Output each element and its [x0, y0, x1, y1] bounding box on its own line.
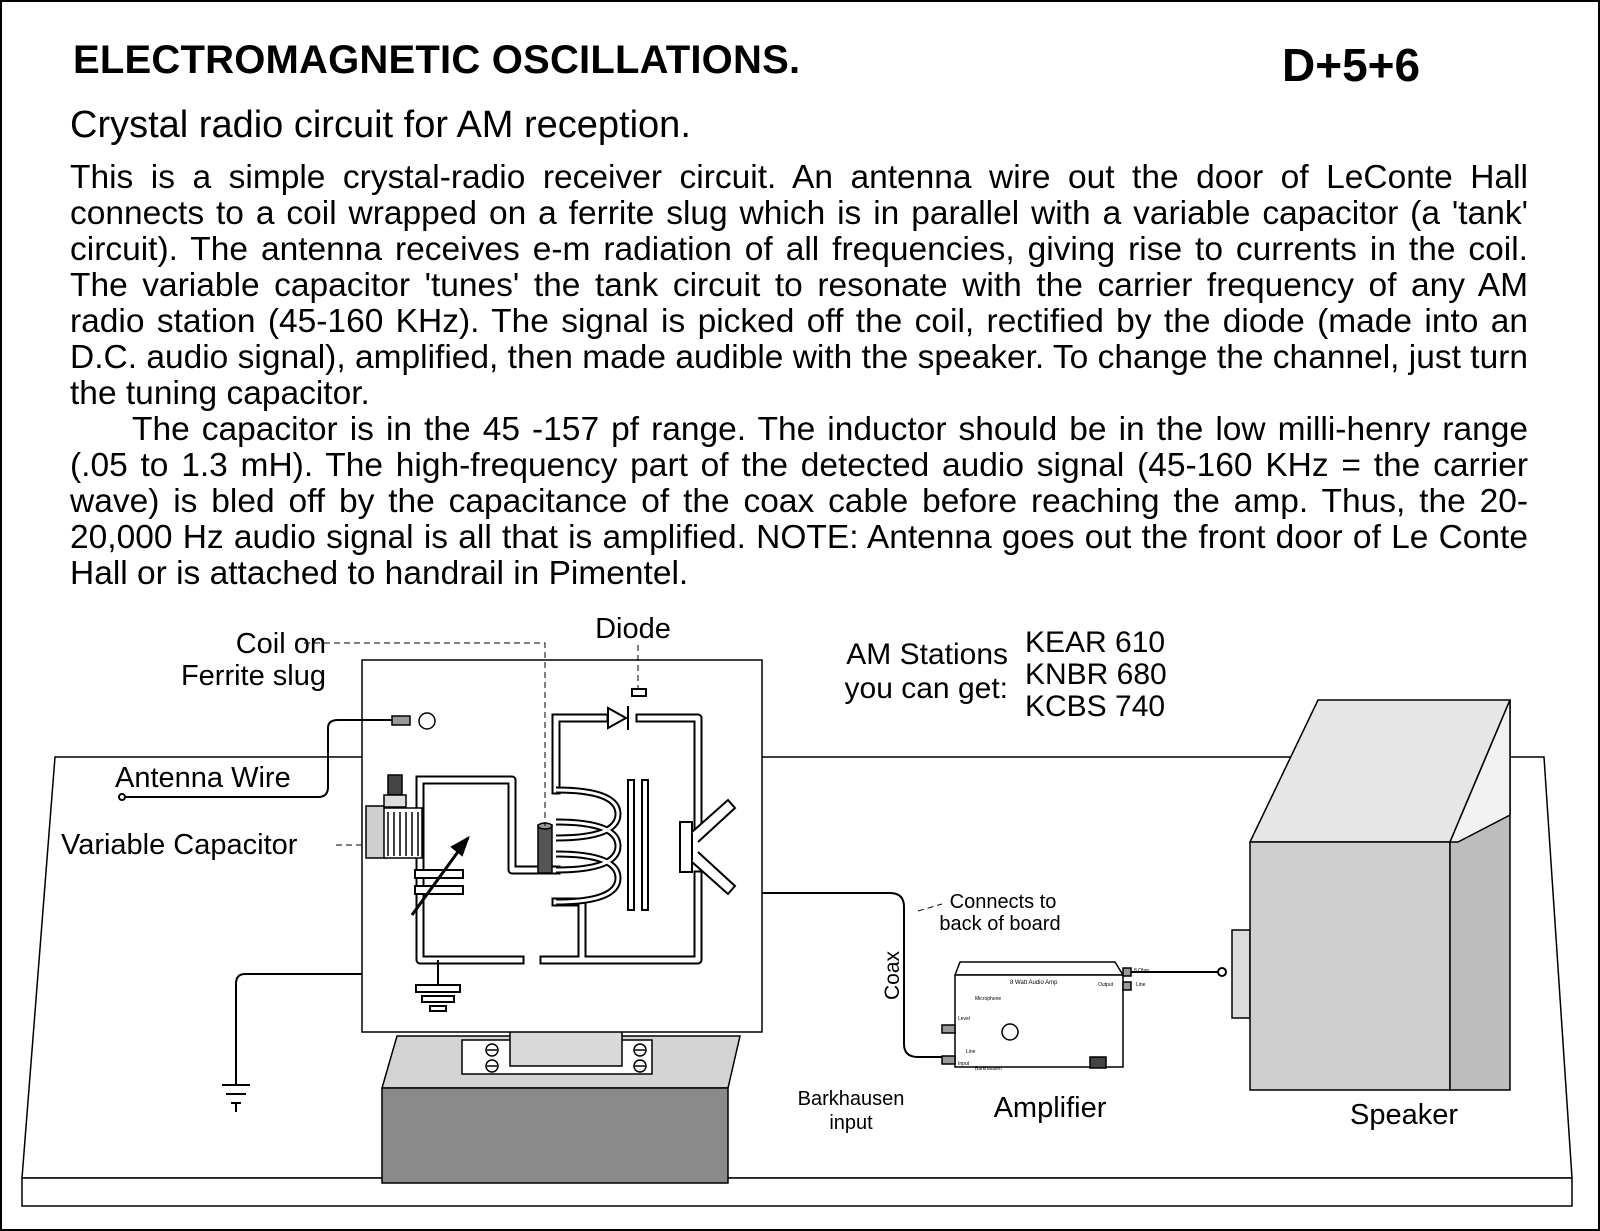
label-connects-line2: back of board: [939, 913, 1060, 935]
description-text: This is a simple crystal-radio receiver …: [70, 160, 1528, 592]
base-block: [381, 1003, 741, 1184]
label-coax: Coax: [881, 950, 904, 1000]
amplifier-box: [941, 961, 1132, 1069]
page-subtitle: Crystal radio circuit for AM reception.: [70, 104, 691, 146]
leader-lines: [304, 642, 943, 912]
label-variable-capacitor: Variable Capacitor: [61, 829, 298, 861]
demo-code: D+5+6: [1282, 39, 1421, 91]
label-antenna-wire: Antenna Wire: [115, 762, 291, 794]
label-barkhausen-line1: Barkhausen: [798, 1088, 905, 1110]
amp-panel-output: Output: [1098, 982, 1114, 988]
amp-panel-barkhausen: Barkhausen: [975, 1066, 1002, 1072]
variable-capacitor-part: [365, 774, 423, 859]
label-diode: Diode: [595, 613, 671, 645]
antenna-connector: [391, 712, 436, 730]
label-amplifier: Amplifier: [994, 1092, 1107, 1124]
label-barkhausen-line2: input: [829, 1112, 873, 1134]
speaker-cabinet: [1231, 699, 1512, 1091]
label-connects-line1: Connects to: [950, 891, 1057, 913]
page-title: ELECTROMAGNETIC OSCILLATIONS.: [73, 38, 801, 82]
diode-symbol: [607, 688, 647, 730]
antenna-wire: [118, 719, 392, 801]
label-stations-line2: you can get:: [845, 672, 1008, 705]
label-speaker: Speaker: [1350, 1099, 1458, 1131]
coil-inductor-inner: [555, 788, 620, 904]
board-speaker-symbol: [679, 798, 737, 896]
station-1: KEAR 610: [1025, 626, 1165, 659]
diagram-labels: Coil on Ferrite slug Diode Antenna Wire …: [61, 613, 1458, 1134]
description-paragraph-1: This is a simple crystal-radio receiver …: [70, 159, 1528, 412]
amp-panel-microphone: Microphone: [975, 996, 1001, 1002]
amp-panel-line-out: Line: [1136, 982, 1146, 988]
amp-panel-level: Level: [958, 1016, 970, 1022]
description-paragraph-2: The capacitor is in the 45 -157 pf range…: [70, 411, 1528, 592]
station-3: KCBS 740: [1025, 690, 1165, 723]
board-ground-symbol: [415, 960, 461, 1012]
ground-wire: [222, 973, 362, 1112]
ferrite-slug: [537, 822, 553, 874]
label-coil-line1: Coil on: [236, 628, 326, 660]
station-2: KNBR 680: [1025, 658, 1167, 691]
board-variable-capacitor-symbol: [410, 835, 470, 916]
label-stations-line1: AM Stations: [846, 638, 1008, 671]
speaker-cable: [1131, 967, 1227, 977]
label-coil-line2: Ferrite slug: [181, 660, 326, 692]
amp-panel-line: Line: [966, 1049, 976, 1055]
amp-panel-title: 8 Watt Audio Amp: [1010, 980, 1058, 986]
tank-capacitor: [627, 779, 649, 911]
coax-cable: [762, 892, 944, 1058]
amp-panel-input: Input: [958, 1061, 970, 1067]
